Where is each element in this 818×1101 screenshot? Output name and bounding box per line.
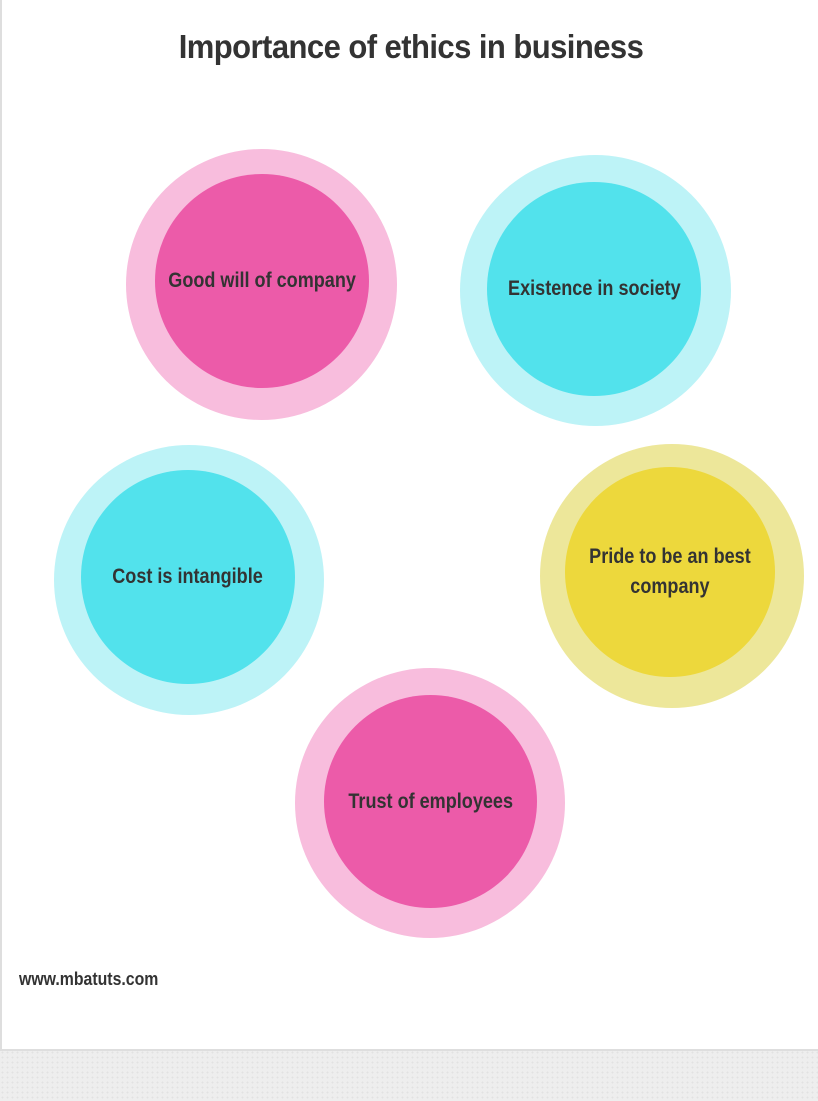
infographic-panel: Importance of ethics in business Good wi… bbox=[0, 0, 818, 1051]
bubble-label: Cost is intangible bbox=[112, 565, 264, 588]
bubble-cost-is-intangible: Cost is intangible bbox=[81, 470, 295, 684]
bubble-label: Good will of company bbox=[168, 269, 356, 292]
bubble-label: Trust of employees bbox=[348, 789, 513, 813]
bubble-label: Pride to be an best company bbox=[589, 542, 751, 602]
page-title: Importance of ethics in business bbox=[178, 28, 644, 65]
bubble-existence-in-society: Existence in society bbox=[487, 182, 701, 396]
website-credit: www.mbatuts.com bbox=[19, 969, 159, 989]
bubble-label: Existence in society bbox=[507, 277, 681, 300]
bubble-label-line-2: company bbox=[630, 575, 710, 598]
bubble-trust-of-employees: Trust of employees bbox=[324, 695, 537, 908]
bubble-good-will: Good will of company bbox=[155, 174, 369, 388]
bubble-pride-best-company: Pride to be an best company bbox=[565, 467, 775, 677]
bubble-label-line-1: Pride to be an best bbox=[589, 545, 751, 568]
